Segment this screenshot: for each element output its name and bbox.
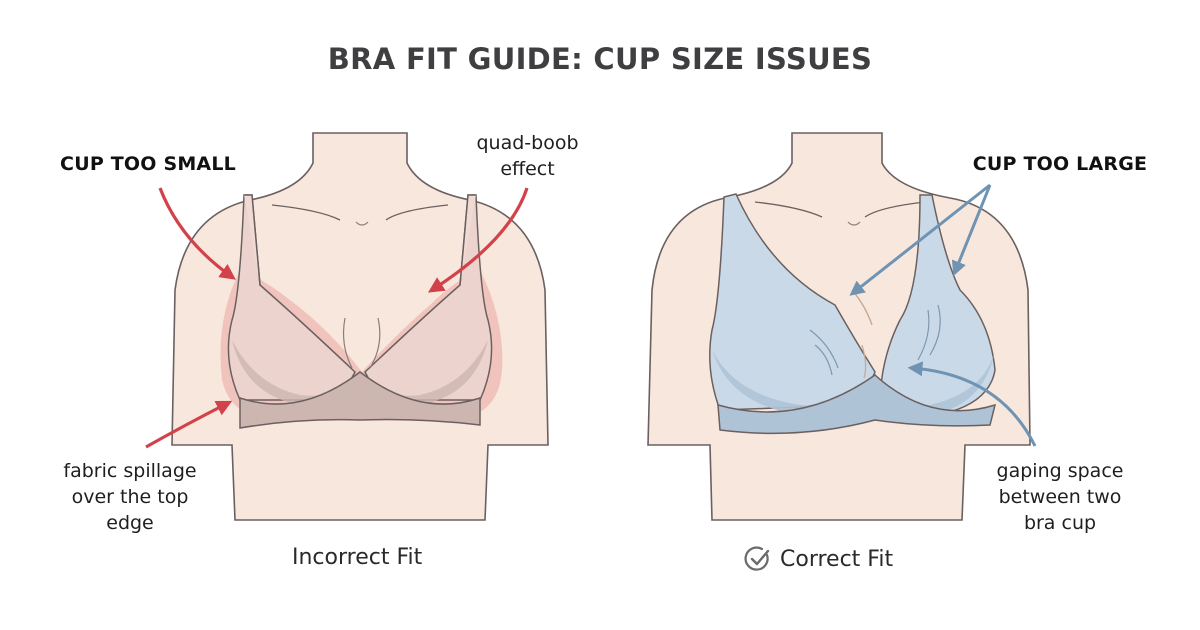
callout-cup-too-small: CUP TOO SMALL [60, 153, 236, 175]
callout-gaping-line3: bra cup [1023, 512, 1097, 534]
arrow-spillage [145, 400, 233, 449]
arrow-gaping-space [907, 361, 1037, 447]
left-bra-left-cup [227, 194, 356, 401]
callout-quad-boob-line2: effect [500, 158, 555, 180]
callout-cup-too-large: CUP TOO LARGE [972, 153, 1148, 175]
page-title: BRA FIT GUIDE: CUP SIZE ISSUES [327, 42, 873, 76]
callout-spillage-line1: fabric spillage [63, 460, 197, 482]
callout-gaping-space: gaping space between two bra cup [975, 458, 1145, 536]
callout-gaping-line2: between two [998, 486, 1122, 508]
arrow-cup-too-large-2 [951, 184, 992, 277]
left-bra-band [239, 371, 481, 429]
correct-fit-figure [647, 132, 1031, 521]
arrow-quad-boob [427, 187, 529, 293]
callout-quad-boob: quad-boob effect [455, 130, 600, 182]
left-bra-right-cup [364, 194, 493, 401]
arrow-cup-too-large-1 [849, 183, 991, 296]
incorrect-fit-figure [171, 132, 549, 521]
callout-spillage-line2: over the top [71, 486, 189, 508]
caption-incorrect-fit-text: Incorrect Fit [292, 545, 423, 570]
right-bra-right-cup [879, 194, 996, 413]
callout-fabric-spillage: fabric spillage over the top edge [40, 458, 220, 536]
right-bra-band [717, 374, 997, 435]
arrow-cup-too-small [158, 187, 236, 280]
caption-correct-fit-text: Correct Fit [780, 546, 894, 572]
caption-incorrect-fit: Incorrect Fit [292, 545, 422, 570]
caption-correct-fit: Correct Fit [744, 545, 893, 573]
callout-gaping-line1: gaping space [996, 460, 1124, 482]
check-circle-icon [744, 545, 772, 573]
callout-spillage-line3: edge [106, 512, 154, 534]
callout-quad-boob-line1: quad-boob [476, 132, 579, 154]
